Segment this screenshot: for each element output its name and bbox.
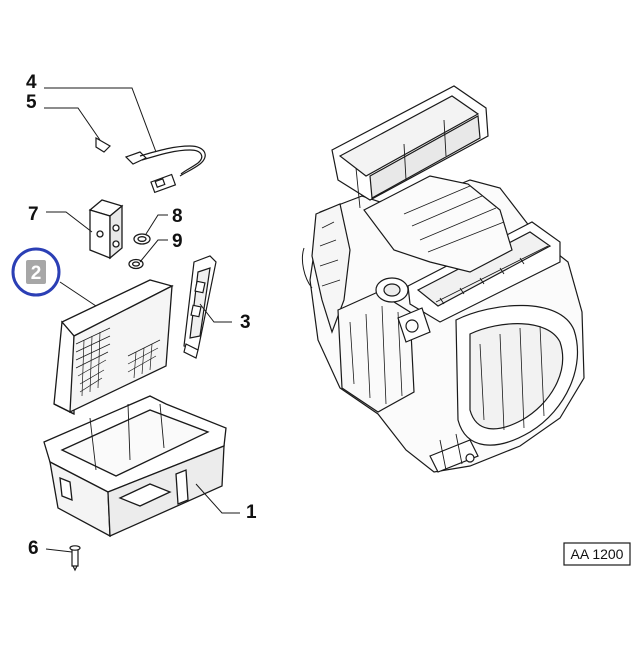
callout-9: 9 — [172, 231, 183, 252]
callout-labels: 4 5 7 8 9 3 1 6 — [26, 72, 257, 559]
leader-1 — [195, 483, 240, 514]
leader-5 — [44, 107, 101, 141]
callout-3: 3 — [240, 312, 251, 333]
callout-8: 8 — [172, 206, 183, 227]
callout-6: 6 — [28, 538, 39, 559]
hvac-assembly — [301, 85, 585, 473]
leader-lines — [44, 87, 240, 553]
leader-6 — [45, 548, 73, 553]
filter-guide-part — [183, 255, 217, 359]
callout-1: 1 — [246, 502, 257, 523]
lower-housing-part — [43, 395, 227, 538]
cabin-filter-part — [53, 279, 174, 416]
o-rings-part — [128, 233, 151, 270]
callout-2: 2 — [31, 263, 42, 284]
leader-3 — [199, 303, 232, 323]
valve-block-part — [88, 199, 124, 260]
callout-4: 4 — [26, 72, 37, 93]
reference-code: AA 1200 — [571, 546, 624, 562]
reference-code-box: AA 1200 — [563, 542, 631, 566]
leader-8 — [145, 214, 168, 235]
cable-harness-part — [95, 136, 206, 194]
screw-part — [69, 545, 81, 572]
leader-7 — [46, 211, 93, 233]
callout-5: 5 — [26, 92, 37, 113]
leader-4 — [44, 87, 157, 153]
highlighted-callout-2[interactable]: 2 — [11, 247, 61, 297]
leader-9 — [139, 239, 168, 263]
callout-badge — [26, 260, 46, 284]
leader-2 — [59, 281, 97, 307]
callout-7: 7 — [28, 204, 39, 225]
